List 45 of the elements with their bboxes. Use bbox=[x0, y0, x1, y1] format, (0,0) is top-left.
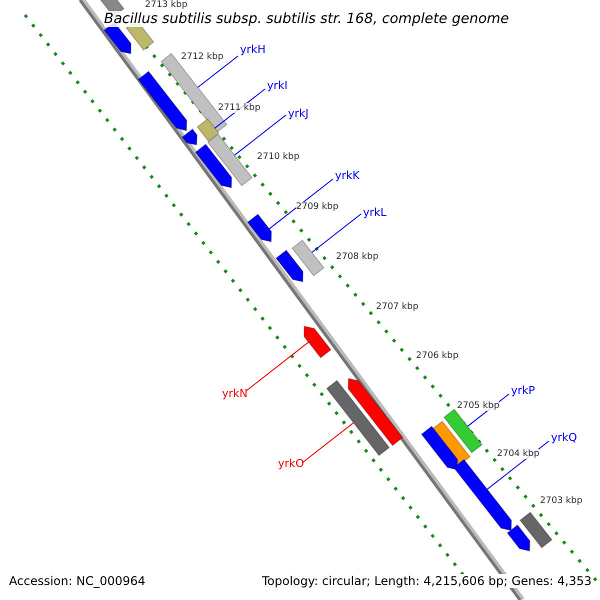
pointed-gene-bar bbox=[275, 250, 304, 282]
leader-line bbox=[234, 114, 286, 156]
kbp-label: 2707 kbp bbox=[376, 302, 418, 312]
gene-label: yrkL bbox=[363, 206, 387, 219]
kbp-label: 2703 kbp bbox=[540, 496, 582, 506]
pointed-gene-bar bbox=[182, 128, 198, 146]
leader-line bbox=[268, 178, 334, 230]
accession-text: Accession: NC_000964 bbox=[9, 574, 146, 588]
leader-line bbox=[302, 422, 354, 464]
pointed-gene-bar bbox=[246, 214, 272, 242]
gene-bar bbox=[519, 512, 553, 548]
kbp-label: 2705 kbp bbox=[457, 401, 500, 411]
gene-label: yrkH bbox=[240, 43, 266, 56]
kbp-label: 2712 kbp bbox=[181, 52, 224, 62]
gene-bar bbox=[207, 134, 253, 186]
pointed-gene-bar bbox=[348, 378, 404, 446]
gene-label: yrkK bbox=[335, 169, 360, 182]
kbp-label: 2709 kbp bbox=[296, 202, 338, 212]
pointed-gene-bar bbox=[138, 70, 188, 132]
pointed-gene-bar bbox=[194, 144, 232, 188]
genome-summary-text: Topology: circular; Length: 4,215,606 bp; Genes: 4,353 bbox=[262, 574, 592, 588]
gene-label: yrkI bbox=[267, 79, 288, 92]
leader-line bbox=[246, 342, 309, 392]
kbp-label: 2704 kbp bbox=[497, 449, 540, 459]
gene-label: yrkO bbox=[278, 457, 304, 470]
gene-label: yrkP bbox=[511, 384, 536, 397]
gene-bar bbox=[443, 408, 483, 454]
kbp-label: 2711 kbp bbox=[218, 103, 260, 113]
gene-label: yrkN bbox=[222, 387, 248, 400]
pointed-gene-bar bbox=[304, 326, 332, 358]
gene-bar bbox=[291, 240, 325, 276]
gene-bar bbox=[326, 380, 390, 456]
gene-label: yrkJ bbox=[288, 107, 309, 120]
gene-label: yrkQ bbox=[551, 431, 578, 444]
kbp-label: 2710 kbp bbox=[257, 152, 300, 162]
leader-line bbox=[197, 56, 238, 88]
kbp-label: 2708 kbp bbox=[336, 252, 378, 262]
leader-line bbox=[311, 214, 362, 253]
kbp-label: 2706 kbp bbox=[416, 351, 458, 361]
title: Bacillus subtilis subsp. subtilis str. 168, complete genome bbox=[104, 11, 510, 27]
gene-bar bbox=[196, 118, 220, 142]
pointed-gene-bar bbox=[506, 524, 530, 552]
kbp-label: 2713 kbp bbox=[145, 0, 188, 10]
pointed-gene-bar bbox=[453, 458, 512, 532]
pointed-gene-bar bbox=[420, 426, 458, 470]
